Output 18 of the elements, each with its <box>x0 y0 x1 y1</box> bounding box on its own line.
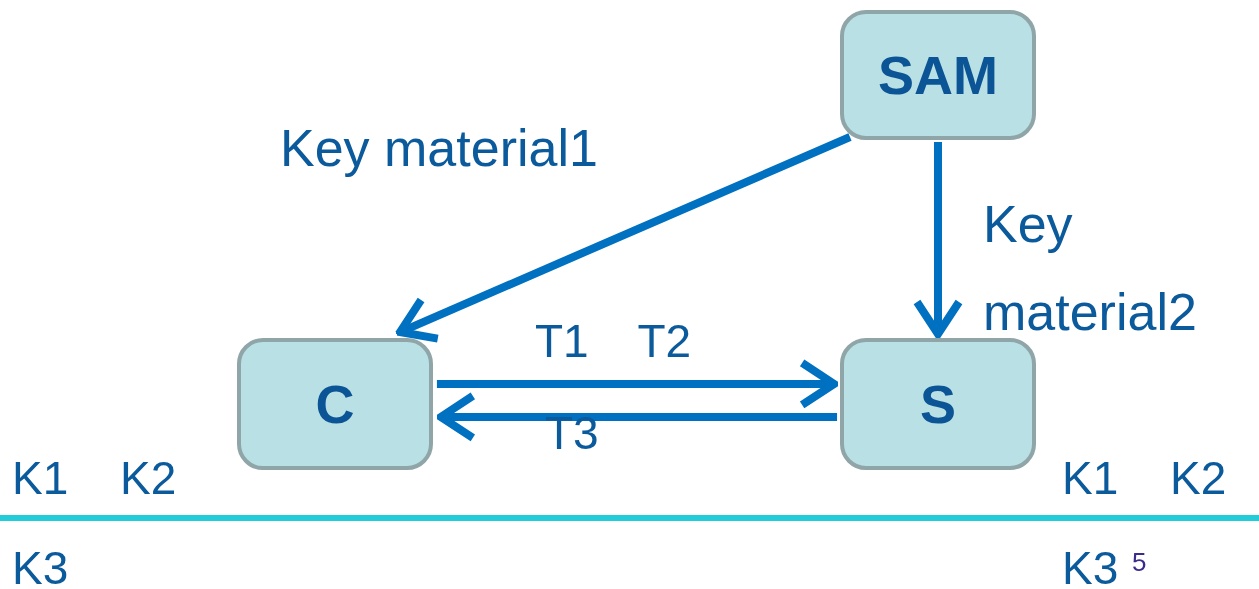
arrow <box>913 141 963 339</box>
text-label: K3 <box>1062 545 1119 589</box>
node-label: S <box>920 373 956 435</box>
edge-label: T1 T2 <box>535 318 692 364</box>
node-label: SAM <box>878 44 998 106</box>
arrow <box>396 133 852 343</box>
rounded-box <box>840 10 1036 140</box>
text-label: K1 <box>12 455 69 501</box>
rounded-box <box>237 338 433 470</box>
text-label: K1 <box>1062 455 1119 501</box>
text-label: K2 <box>120 455 177 501</box>
page-number: 5 <box>1132 549 1147 575</box>
text-label: K3 <box>12 545 69 589</box>
edge-label: Key material2 <box>983 194 1198 344</box>
rounded-box <box>840 338 1036 470</box>
node-label: C <box>315 373 355 435</box>
edge-label: T3 <box>545 410 599 456</box>
text-label: K2 <box>1170 455 1227 501</box>
